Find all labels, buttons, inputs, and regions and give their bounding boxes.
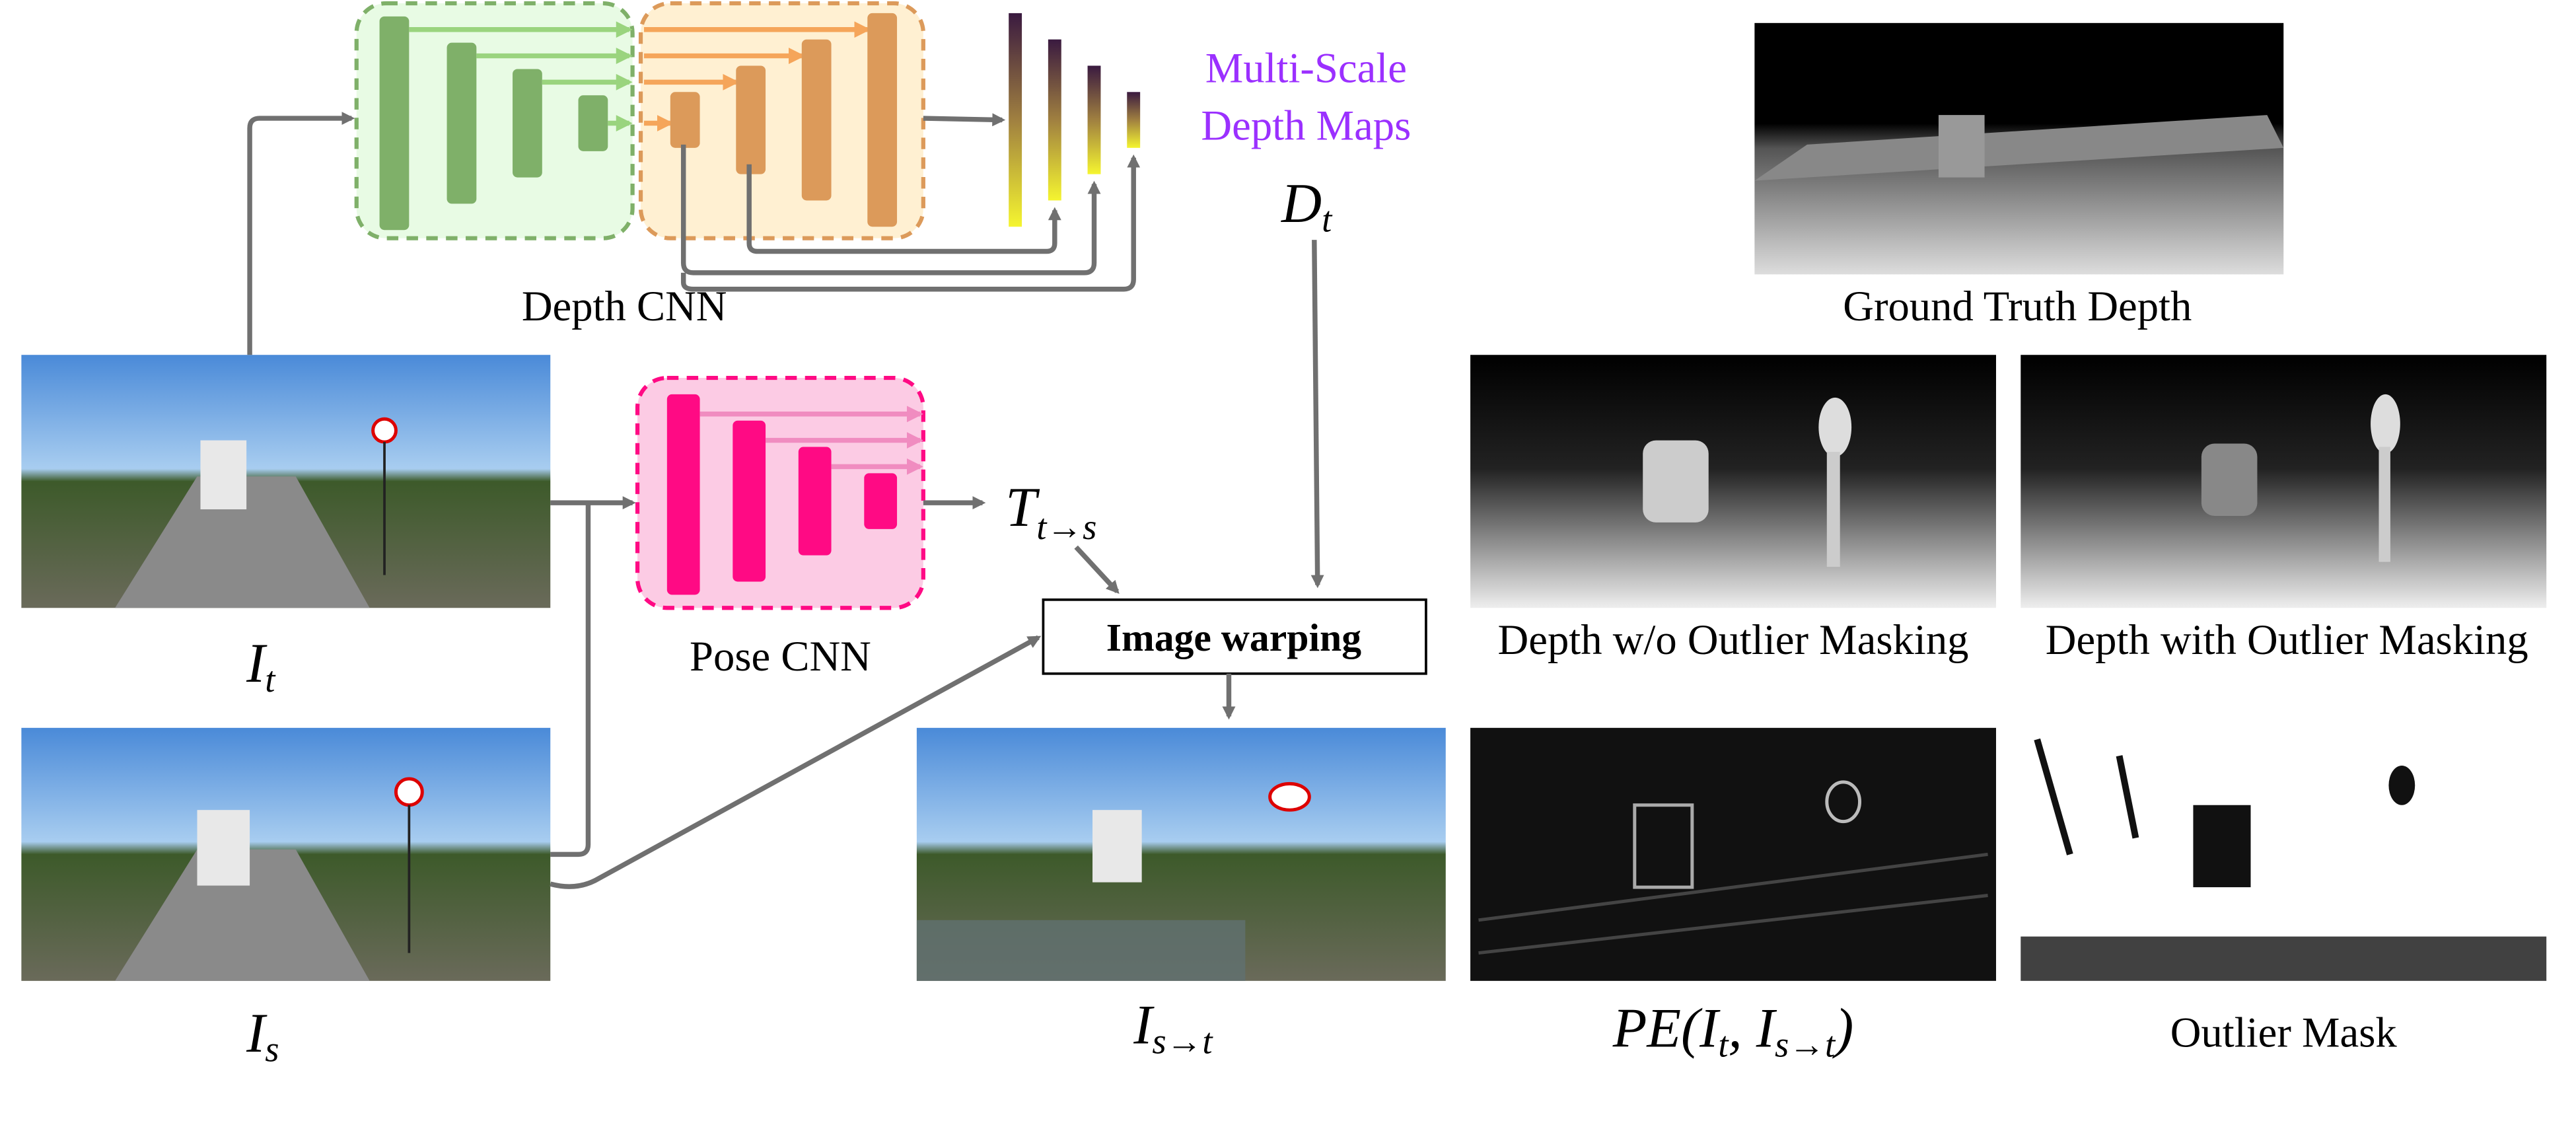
warped-image-ist: Is→t [916, 727, 1446, 1061]
multi-scale-label-line2: Depth Maps [1201, 101, 1411, 149]
depth-with-masking: Depth with Outlier Masking [2021, 355, 2547, 663]
outlier-mask-label: Outlier Mask [2170, 1008, 2398, 1056]
target-image-it: It [21, 355, 551, 700]
image-warping-label: Image warping [1106, 616, 1361, 659]
pe-label: PE(It, Is→t) [1612, 997, 1854, 1064]
it-label: It [246, 633, 276, 700]
ground-truth-depth: Ground Truth Depth [1754, 22, 2284, 330]
pose-cnn-label: Pose CNN [690, 632, 871, 680]
source-image-is: Is [21, 727, 551, 1069]
multi-scale-label-line1: Multi-Scale [1205, 44, 1407, 91]
pose-transform-symbol: Tt→s [1005, 477, 1096, 547]
ground-truth-label: Ground Truth Depth [1843, 282, 2192, 330]
outlier-mask: Outlier Mask [2021, 727, 2547, 1056]
pose-cnn-box [635, 375, 925, 610]
depth-with-label: Depth with Outlier Masking [2046, 616, 2528, 663]
photometric-error-map: PE(It, Is→t) [1470, 727, 1996, 1064]
depth-cnn: Depth CNN [354, 1, 925, 330]
ist-label: Is→t [1133, 994, 1213, 1061]
dt-symbol: Dt [1281, 173, 1333, 240]
image-warping-block: Image warping [1042, 598, 1427, 675]
decoder-layers [670, 13, 898, 227]
pose-cnn: Pose CNN [635, 375, 925, 680]
multi-scale-depth-maps: Multi-Scale Depth Maps Dt [680, 13, 1411, 589]
depth-wo-label: Depth w/o Outlier Masking [1498, 616, 1969, 663]
skip-connections [409, 21, 633, 131]
depth-without-masking: Depth w/o Outlier Masking [1470, 355, 1996, 663]
is-label: Is [246, 1003, 279, 1069]
encoder-layers [379, 16, 608, 231]
encoder-box [354, 1, 635, 240]
